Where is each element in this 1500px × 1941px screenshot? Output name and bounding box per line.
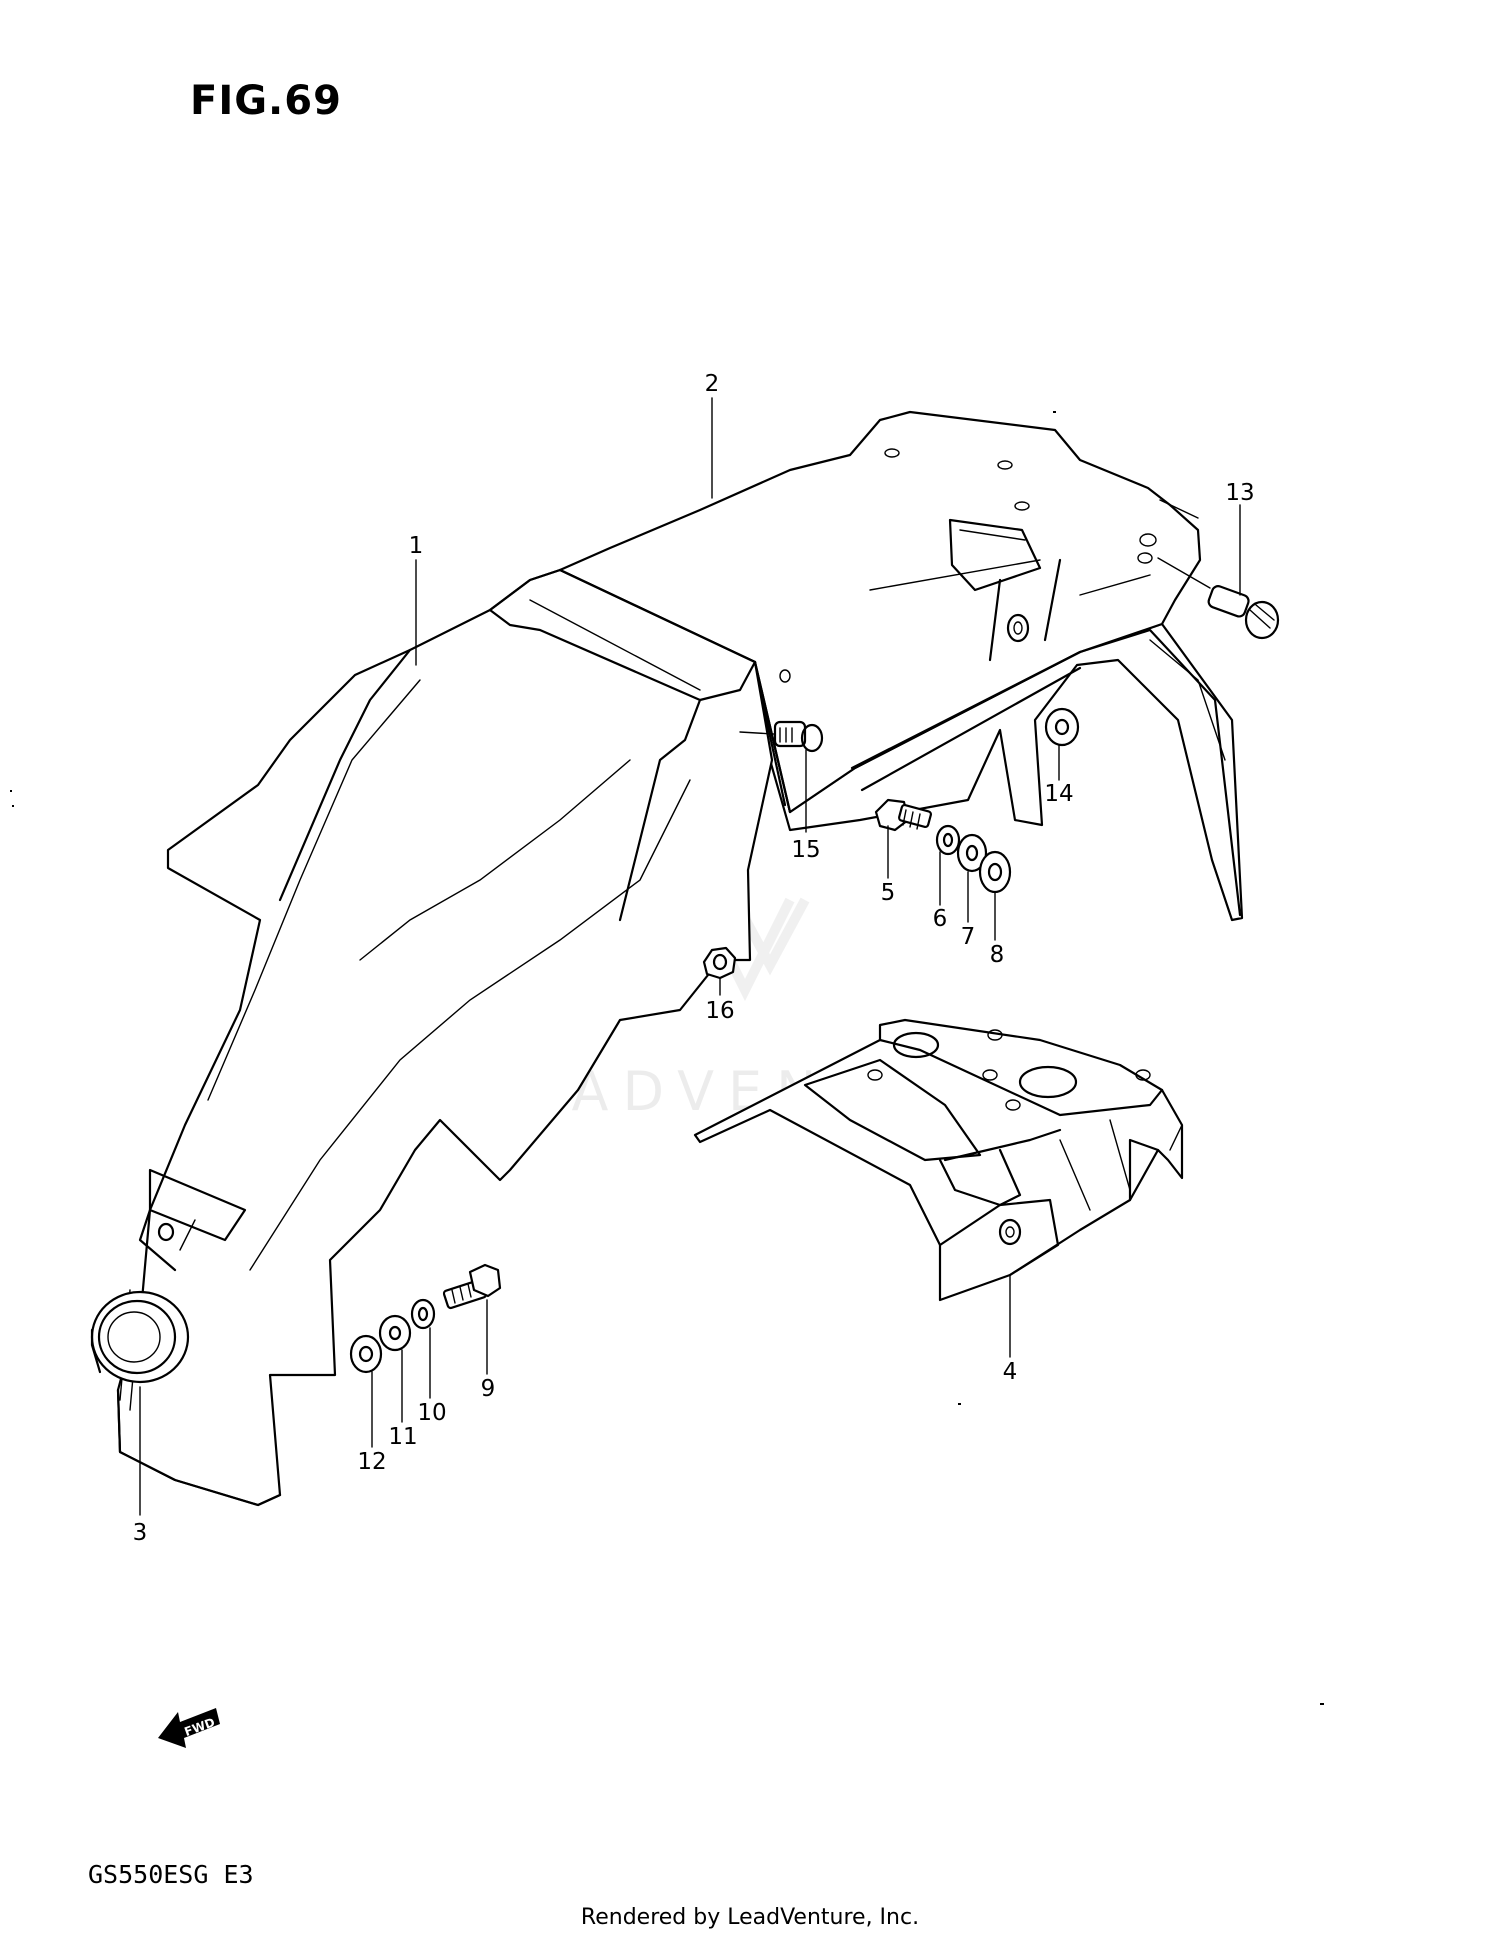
part-12-washer bbox=[349, 1334, 383, 1374]
callout-5: 5 bbox=[881, 880, 896, 906]
part-4-bracket bbox=[693, 1018, 1184, 1302]
callout-6: 6 bbox=[933, 906, 948, 932]
part-10-lock-washer bbox=[410, 1298, 436, 1330]
part-11-washer bbox=[378, 1314, 412, 1352]
callout-14: 14 bbox=[1044, 781, 1073, 807]
callout-16: 16 bbox=[705, 998, 734, 1024]
callout-2: 2 bbox=[705, 371, 720, 397]
model-code: GS550ESG E3 bbox=[88, 1860, 254, 1889]
callout-1: 1 bbox=[409, 533, 424, 559]
part-7-washer bbox=[956, 833, 988, 873]
callout-10: 10 bbox=[417, 1400, 446, 1426]
part-13-bolt bbox=[1157, 557, 1280, 640]
callout-12: 12 bbox=[357, 1449, 386, 1475]
print-specks bbox=[10, 411, 1324, 1705]
footer-credit: Rendered by LeadVenture, Inc. bbox=[580, 1905, 920, 1930]
part-8-washer bbox=[978, 850, 1012, 894]
fwd-arrow-icon: FWD bbox=[158, 1708, 220, 1748]
fasteners bbox=[349, 557, 1280, 1374]
leader-lines bbox=[139, 397, 1241, 1516]
callout-8: 8 bbox=[990, 942, 1005, 968]
fwd-label: FWD bbox=[183, 1715, 217, 1739]
part-6-lock-washer bbox=[935, 824, 961, 856]
callout-4: 4 bbox=[1003, 1359, 1018, 1385]
part-16-nut bbox=[702, 946, 737, 980]
callout-13: 13 bbox=[1225, 480, 1254, 506]
callout-11: 11 bbox=[388, 1424, 417, 1450]
callout-9: 9 bbox=[481, 1376, 496, 1402]
callout-7: 7 bbox=[961, 924, 976, 950]
part-9-bolt bbox=[442, 1263, 502, 1310]
part-15-bolt bbox=[739, 720, 824, 753]
part-1-rear-fender bbox=[116, 568, 774, 1507]
callout-numbers: 1 2 3 4 5 6 7 8 9 10 11 12 13 14 15 16 bbox=[133, 371, 1255, 1546]
part-3-reflector bbox=[90, 1290, 190, 1384]
callout-3: 3 bbox=[133, 1520, 148, 1546]
part-14-nut bbox=[1044, 707, 1080, 747]
figure-title: FIG.69 bbox=[190, 78, 342, 124]
callout-15: 15 bbox=[791, 837, 820, 863]
part-5-bolt bbox=[874, 798, 932, 832]
